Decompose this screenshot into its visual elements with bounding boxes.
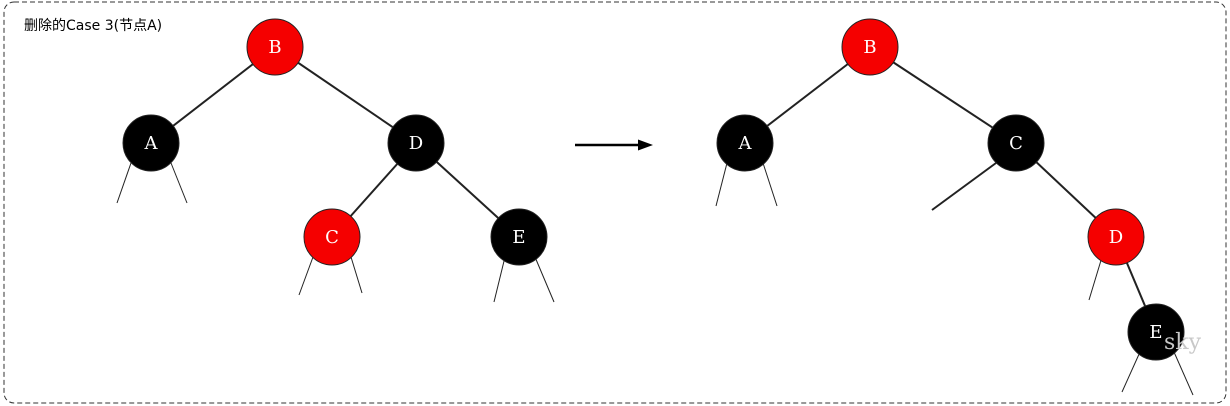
after-node-B-circle bbox=[841, 18, 899, 76]
before-node-D-circle bbox=[387, 114, 445, 172]
after-node-A: A bbox=[716, 114, 774, 172]
before-node-E: E bbox=[490, 208, 548, 266]
before-stub-E-left bbox=[493, 256, 506, 303]
before-node-B-label: B bbox=[268, 37, 281, 58]
after-node-A-label: A bbox=[738, 133, 753, 154]
after-node-C-label: C bbox=[1009, 133, 1023, 154]
before-node-A-circle bbox=[122, 114, 180, 172]
before-node-C: C bbox=[303, 208, 361, 266]
after-stub-C-left bbox=[931, 162, 997, 211]
after-node-B: B bbox=[841, 18, 899, 76]
after-stub-E-right bbox=[1173, 351, 1194, 396]
after-node-D-label: D bbox=[1109, 227, 1123, 248]
before-node-C-label: C bbox=[325, 227, 339, 248]
before-stub-E-right bbox=[534, 256, 555, 303]
before-stub-A-right bbox=[170, 162, 188, 204]
diagram-frame bbox=[3, 1, 1227, 404]
after-node-E-label: E bbox=[1149, 322, 1162, 343]
before-node-E-circle bbox=[490, 208, 548, 266]
after-node-C-circle bbox=[987, 114, 1045, 172]
before-stub-A-left bbox=[116, 162, 132, 204]
after-stub-E-left bbox=[1121, 351, 1141, 393]
before-stub-C-left bbox=[298, 256, 314, 296]
before-node-D: D bbox=[387, 114, 445, 172]
after-node-C: C bbox=[987, 114, 1045, 172]
before-node-D-label: D bbox=[409, 133, 423, 154]
watermark: sky bbox=[1164, 330, 1202, 355]
after-node-A-circle bbox=[716, 114, 774, 172]
after-tree: B A C D E bbox=[715, 18, 1194, 396]
before-node-C-circle bbox=[303, 208, 361, 266]
after-node-D-circle bbox=[1087, 208, 1145, 266]
after-edge-B-C bbox=[869, 46, 1017, 144]
transform-arrow bbox=[575, 139, 653, 151]
before-tree: B A D C E bbox=[116, 18, 555, 303]
before-node-E-label: E bbox=[512, 227, 525, 248]
after-stub-A-right bbox=[762, 162, 778, 207]
before-node-B-circle bbox=[246, 18, 304, 76]
before-node-A: A bbox=[122, 114, 180, 172]
after-node-E-circle bbox=[1127, 303, 1185, 361]
after-stub-D-left bbox=[1088, 256, 1103, 301]
before-node-B: B bbox=[246, 18, 304, 76]
after-node-E: E bbox=[1127, 303, 1185, 361]
before-node-A-label: A bbox=[144, 133, 159, 154]
transform-arrow-head bbox=[638, 139, 653, 151]
diagram-title: 删除的Case 3(节点A) bbox=[24, 18, 162, 34]
after-node-B-label: B bbox=[863, 37, 876, 58]
after-stub-A-left bbox=[715, 162, 728, 207]
before-stub-C-right bbox=[350, 256, 363, 294]
after-node-D: D bbox=[1087, 208, 1145, 266]
